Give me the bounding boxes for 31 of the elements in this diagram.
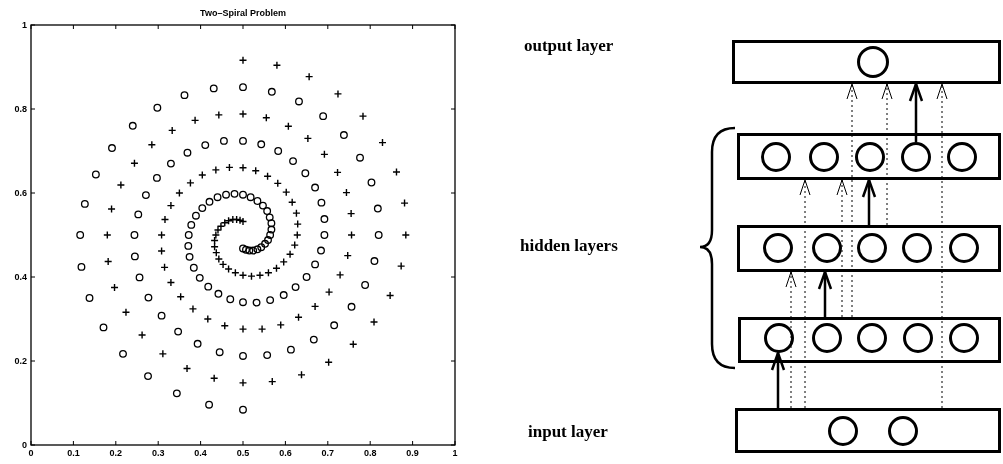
tick-label: 0.8 [14, 104, 27, 114]
layer-label: hidden layers [520, 236, 618, 256]
tick-label: 0.4 [14, 272, 27, 282]
tick-label: 0.9 [405, 448, 420, 458]
layer-label: output layer [524, 36, 614, 56]
tick-label: 0.3 [150, 448, 166, 458]
tick-label: 0.2 [14, 356, 27, 366]
tick-label: 0.5 [235, 448, 251, 458]
arrow [861, 178, 877, 225]
dotted-arrow [785, 271, 797, 409]
tick-label: 0 [22, 440, 27, 450]
arrow [817, 270, 833, 317]
dotted-arrow [836, 179, 848, 318]
tick-label: 0.8 [362, 448, 378, 458]
layer-label: input layer [528, 422, 608, 442]
dotted-arrow [936, 83, 948, 409]
dotted-arrow [799, 179, 811, 409]
tick-label: 0.4 [193, 448, 208, 458]
dotted-arrow [881, 83, 893, 226]
tick-label: 0.1 [66, 448, 81, 458]
arrow [908, 82, 924, 142]
tick-label: 0.7 [320, 448, 336, 458]
tick-label: 0.6 [14, 188, 27, 198]
arrow [770, 351, 786, 408]
dotted-arrow [846, 83, 858, 318]
tick-label: 1 [22, 20, 27, 30]
tick-label: 0.2 [108, 448, 124, 458]
tick-label: 0.6 [278, 448, 293, 458]
chart-title: Two–Spiral Problem [199, 8, 287, 18]
tick-label: 0 [27, 448, 35, 458]
tick-label: 1 [451, 448, 459, 458]
